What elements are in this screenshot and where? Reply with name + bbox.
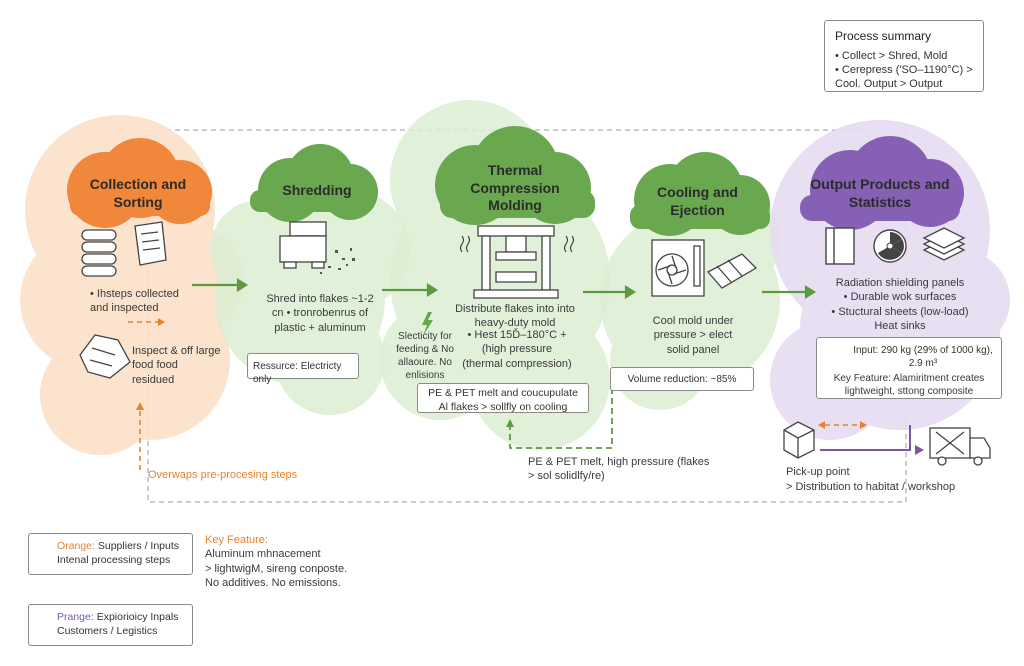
- cooling-title: Cooling and Ejection: [657, 184, 738, 218]
- legend-purple-text-2: Customers / Legistics: [57, 624, 158, 637]
- legend-purple-text: Expiorioicy Inpals: [96, 611, 179, 623]
- product-1: Radiation shielding panels: [835, 277, 965, 289]
- collection-title: Collection and Sorting: [89, 176, 187, 210]
- shielding-panel-icon: [825, 227, 855, 265]
- flakes-icon: [320, 248, 355, 274]
- wrap-rolls-icon: [81, 229, 117, 277]
- key-feature-block: Key Feature: Aluminum mhnacement > light…: [205, 533, 385, 590]
- key-feature-title: Key Feature:: [205, 534, 268, 546]
- lightning-icon: [422, 312, 433, 336]
- cooling-header: [630, 152, 770, 236]
- legend-orange-label: Orange:: [57, 540, 95, 552]
- collection-header: [67, 138, 212, 228]
- delivery-truck-icon: [929, 427, 991, 466]
- heat-waves-icon: [459, 235, 575, 253]
- thermal-header: [435, 126, 595, 225]
- summary-line-2: • Cerepress ('SO–1190°C) >: [835, 63, 973, 76]
- summary-line-1: • Collect > Shred, Mold: [835, 49, 948, 62]
- melt-note-box: PE & PET melt and coucupulate Al flakes …: [417, 383, 589, 413]
- stacked-sheets-icon: [922, 227, 966, 261]
- package-box-icon: [783, 421, 815, 459]
- orange-dashed-arrows: [128, 318, 867, 470]
- thermal-title: Thermal Compression Molding: [470, 162, 560, 213]
- summary-title: Process summary: [835, 29, 932, 43]
- legend-orange-text-2: Intenal processing steps: [57, 553, 171, 566]
- solid-panel-icon: [706, 253, 758, 289]
- hydraulic-press-icon: [473, 225, 559, 299]
- key-feature-line-3: No additives. No emissions.: [205, 576, 341, 589]
- volume-box: Volume reduction: ~85%: [610, 367, 754, 391]
- shredding-text: Shred into flakes ~1-2 cn • tronrobenrus…: [266, 293, 374, 334]
- electricity-note: Slecticity for feeding & No allaoure. No…: [396, 331, 454, 381]
- summary-line-3: Cool. Output > Output: [835, 78, 943, 91]
- output-key-feature: Key Feature: Alamiritment creates lightw…: [833, 373, 985, 397]
- key-feature-line-2: > lightwigM, sireng conposte.: [205, 562, 348, 575]
- shredding-title: Shredding: [282, 182, 352, 198]
- cleaning-cloth-icon: [79, 334, 131, 379]
- collection-text-2: Inspect & off large food food residued: [132, 345, 221, 386]
- shredding-header: [250, 144, 378, 222]
- output-stats-box: Input: 290 kg (29% of 1000 kg), 2.9 m³: [816, 337, 1002, 399]
- resource-box: Ressurce: Electricty only: [247, 353, 359, 385]
- paper-sheet-icon: [134, 221, 167, 266]
- key-feature-line-1: Aluminum mhnacement: [205, 548, 321, 561]
- flow-arrows: [192, 278, 817, 299]
- cooling-text: Cool mold under pressure > elect solid p…: [652, 315, 734, 356]
- shredder-machine-icon: [279, 221, 327, 269]
- stats-volume-line: 2.9 m³: [908, 358, 938, 369]
- product-4: Heat sinks: [874, 319, 926, 332]
- cooling-fan-unit-icon: [651, 239, 705, 297]
- legend-box-purple: Prange: Expiorioicy Inpals Customers / L…: [28, 604, 193, 646]
- process-summary-box: Process summary • Collect > Shred, Mold …: [824, 20, 984, 92]
- legend-purple-label: Prange:: [57, 611, 94, 623]
- product-3: • Stuctural sheets (low-load): [831, 305, 969, 318]
- feedback-loop-arrow: [509, 378, 613, 449]
- shredding-blob: [210, 190, 410, 415]
- distribution-label: > Distribution to habitat / workshop: [786, 481, 956, 493]
- output-header: [800, 136, 964, 230]
- stats-input-line: Input: 290 kg (29% of 1000 kg),: [853, 345, 993, 356]
- thermal-text-1: Distribute flakes into into heavy-duty m…: [455, 303, 575, 330]
- product-2: • Durable wok surfaces: [843, 291, 957, 304]
- legend-box-orange: Orange: Suppliers / Inputs Intenal proce…: [28, 533, 193, 575]
- legend-orange-text: Suppliers / Inputs: [97, 540, 180, 552]
- overwaps-note: Overwaps pre-procesing steps: [148, 469, 298, 481]
- radiation-icon: [873, 229, 907, 263]
- pickup-label: Pick-up point: [786, 466, 850, 478]
- feedback-text: PE & PET melt, high pressure (flakes > s…: [528, 456, 710, 483]
- output-products-list: Radiation shielding panels • Durable wok…: [820, 276, 980, 333]
- collection-text-1: • Ihsteps collected and inspected: [90, 288, 179, 315]
- output-title: Output Products and Statistics: [810, 176, 950, 210]
- feedback-arrowhead: [506, 419, 514, 427]
- distribution-arrow: [820, 425, 924, 455]
- thermal-text-2: • Hest 15Ď–180°C + (high pressure (therm…: [462, 329, 572, 370]
